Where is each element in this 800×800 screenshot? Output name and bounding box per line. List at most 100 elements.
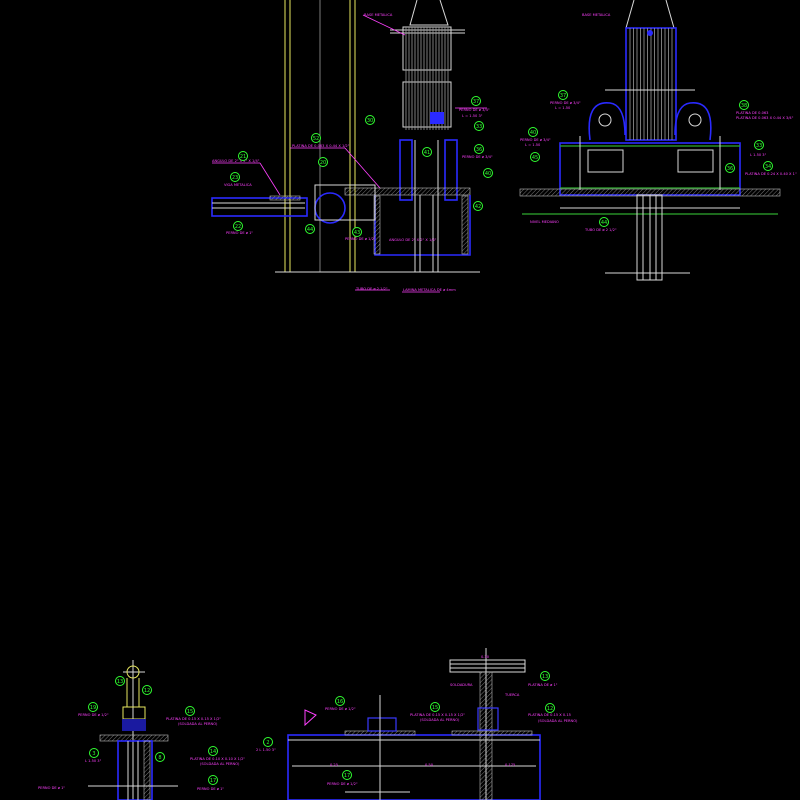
svg-text:45: 45 [532, 155, 538, 161]
svg-text:19: 19 [90, 705, 96, 711]
bubble: 12 [142, 685, 152, 695]
label: ANGULO DE 2" X 2" X 1/4" [212, 159, 260, 163]
bubble: 38 [739, 100, 749, 110]
bubble: 16 [335, 696, 345, 706]
column [625, 0, 677, 141]
bubble: 43 [352, 227, 362, 237]
nut [122, 706, 146, 720]
dimension-label: 0.25 [330, 763, 338, 767]
annotation-labels: PERNO DE ø 1/2" PLATINA DE 0.15 X 0.15 X… [256, 655, 578, 786]
bubble: 40 [483, 168, 493, 178]
label: TUBO DE ø 2 1/2" [584, 228, 617, 232]
bubble: 14 [208, 746, 218, 756]
label: PERNO DE ø 1/2" [327, 782, 358, 786]
bubble: 13 [115, 676, 125, 686]
svg-text:13: 13 [542, 674, 548, 680]
pile [605, 194, 690, 281]
label: NIVEL MEDIANO [530, 220, 559, 224]
label: PERNO DE ø 3/4" [520, 138, 551, 142]
label: BASE METALICA [364, 13, 393, 17]
bubble: 15 [185, 706, 195, 716]
label: (SOLDADA AL PERNO) [420, 718, 460, 722]
bubble: 12 [545, 703, 555, 713]
svg-text:12: 12 [547, 706, 553, 712]
label: (SOLDADA AL PERNO) [200, 762, 240, 766]
dimension-label: 0.50 [425, 763, 434, 767]
leader-lines [212, 14, 487, 293]
bubble: 13 [540, 671, 550, 681]
bottom-left-detail: PERNO DE ø 1/2" PLATINA DE 0.15 X 0.15 X… [38, 660, 245, 800]
svg-text:3: 3 [92, 751, 95, 757]
bubble: 21 [238, 151, 248, 161]
bubble: 19 [88, 702, 98, 712]
bubble: 15 [430, 702, 440, 712]
bubble: 33 [754, 140, 764, 150]
svg-text:40: 40 [530, 130, 536, 136]
svg-text:43: 43 [354, 230, 360, 236]
svg-text:16: 16 [337, 699, 343, 705]
svg-text:41: 41 [424, 150, 430, 156]
svg-text:36: 36 [727, 166, 733, 172]
svg-text:17: 17 [210, 778, 216, 784]
svg-text:23: 23 [232, 175, 238, 181]
bubble: 17 [342, 770, 352, 780]
svg-text:15: 15 [187, 709, 193, 715]
base-assembly [344, 139, 471, 272]
annotation-labels: PERNO DE ø 1/2" PLATINA DE 0.15 X 0.15 X… [38, 713, 245, 791]
label: PLATINA DE 0.063 [736, 111, 768, 115]
label: PLATINA DE 0.15 X 0.15 X 1/2" [166, 717, 221, 721]
svg-text:33: 33 [756, 143, 762, 149]
bubble: 3 [89, 748, 99, 758]
svg-text:12: 12 [144, 688, 150, 694]
svg-text:17: 17 [344, 773, 350, 779]
bubble: 42 [473, 201, 483, 211]
svg-text:44: 44 [601, 220, 607, 226]
svg-text:33: 33 [476, 124, 482, 130]
label: PERNO DE ø 1" [226, 231, 253, 235]
svg-text:13: 13 [117, 679, 123, 685]
annotation-labels: BASE METALICA PERNO DE ø 3/4" L = 1.50 P… [520, 13, 797, 232]
svg-text:30: 30 [367, 118, 373, 124]
label: PLATINA DE 0.15 X 0.15 [528, 713, 571, 717]
bubble: 2 [263, 737, 273, 747]
bubble: 34 [763, 161, 773, 171]
bolt-head-icon [430, 112, 444, 124]
reference-bubbles: 37 30 33 52 36 21 20 41 23 40 42 22 44 4… [230, 96, 493, 237]
label: PLATINA DE 0.15 X 0.15 X 1/2" [410, 713, 465, 717]
label: PERNO DE ø 1" [38, 786, 65, 790]
label: (SOLDADA AL PERNO) [178, 722, 218, 726]
bubble: 45 [530, 152, 540, 162]
label: TUBO DE ø 2 1/2" [355, 287, 388, 291]
bubble: 17 [208, 775, 218, 785]
svg-text:15: 15 [432, 705, 438, 711]
svg-text:40: 40 [485, 171, 491, 177]
svg-text:14: 14 [210, 749, 216, 755]
bubble: 37 [558, 90, 568, 100]
bubble: 36 [725, 163, 735, 173]
bubble: 41 [422, 147, 432, 157]
bottom-right-detail: PERNO DE ø 1/2" PLATINA DE 0.15 X 0.15 X… [256, 648, 578, 800]
label: TUERCA [504, 693, 520, 697]
label: PERNO DE ø 3/4" [462, 155, 493, 159]
side-beam [211, 184, 480, 273]
top-right-detail: BASE METALICA PERNO DE ø 3/4" L = 1.50 P… [519, 0, 797, 281]
label: (SOLDADA AL PERNO) [538, 719, 578, 723]
label: L 1.50 3" [750, 153, 767, 157]
bubble: 37 [471, 96, 481, 106]
bubble: 20 [318, 157, 328, 167]
anchor-brackets [588, 89, 712, 141]
bubble: 40 [528, 127, 538, 137]
svg-text:42: 42 [475, 204, 481, 210]
svg-text:52: 52 [313, 136, 319, 142]
label: PERNO DE ø 1/2" [325, 707, 356, 711]
svg-text:38: 38 [741, 103, 747, 109]
label: PLATINA DE 0.063 X 0.44 X 3/4" [736, 116, 794, 120]
label: PERNO DE ø 3/4" [550, 101, 581, 105]
flag-marker-icon [304, 709, 317, 727]
bubble: 52 [311, 133, 321, 143]
svg-text:20: 20 [320, 160, 326, 166]
column [390, 0, 465, 130]
reference-bubbles: 13 12 19 15 3 8 14 17 [88, 676, 218, 785]
bubble: 8 [155, 752, 165, 762]
